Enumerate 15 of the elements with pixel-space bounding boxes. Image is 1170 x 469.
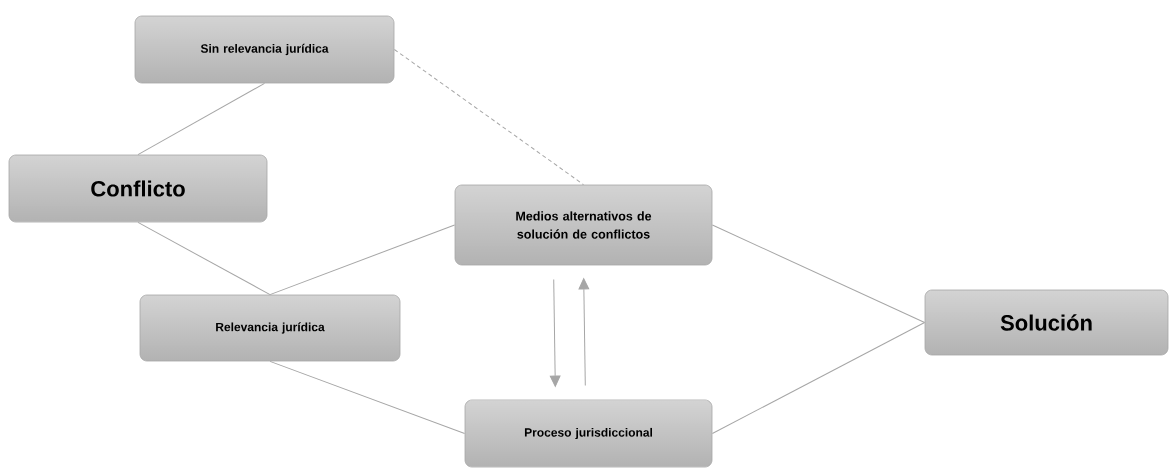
process-box: Proceso jurisdiccional bbox=[464, 399, 713, 468]
connector-line bbox=[711, 224, 926, 323]
process-box: Solución bbox=[924, 289, 1169, 356]
connector-line bbox=[137, 221, 271, 296]
process-box: Relevancia jurídica bbox=[139, 294, 401, 362]
process-box: Conflicto bbox=[8, 154, 268, 223]
dashed-connector bbox=[393, 49, 584, 186]
arrow bbox=[578, 278, 590, 387]
arrow bbox=[549, 278, 561, 387]
connector-line bbox=[711, 322, 926, 434]
connector-line bbox=[269, 224, 456, 296]
process-box: Sin relevancia jurídica bbox=[134, 15, 395, 84]
connector-line bbox=[269, 360, 466, 434]
process-box: Medios alternativos de solución de conflictos bbox=[454, 184, 713, 266]
connector-line bbox=[137, 82, 265, 156]
